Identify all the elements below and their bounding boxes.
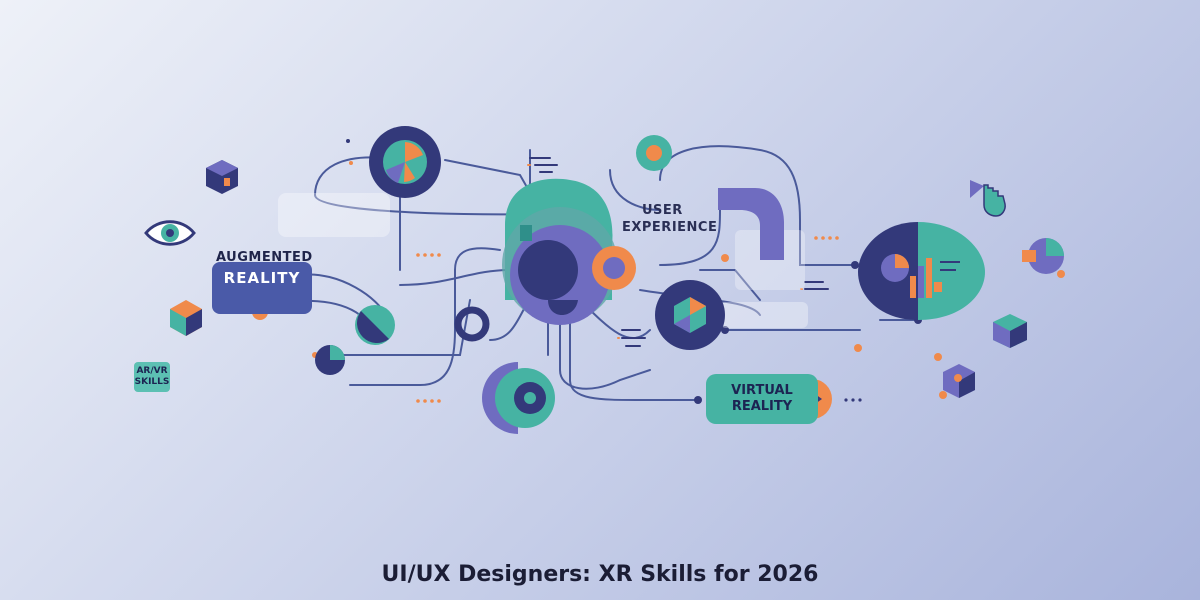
iso-cube-right: [993, 314, 1027, 348]
virtual-reality-chip: VIRTUAL REALITY: [706, 374, 818, 424]
virtual-label: VIRTUAL: [731, 383, 793, 398]
hand-pointer-icon: [970, 180, 1006, 217]
experience-label: EXPERIENCE: [622, 220, 718, 235]
user-experience-label: USER EXPERIENCE: [622, 202, 717, 236]
ring-node: [454, 306, 490, 342]
page-caption: UI/UX Designers: XR Skills for 2026: [381, 562, 819, 587]
arch-shape: [718, 188, 784, 260]
cube-icon: [206, 160, 238, 194]
hexagon-node: [655, 280, 725, 350]
vr-reality-label: REALITY: [731, 399, 793, 414]
user-label: USER: [642, 203, 683, 218]
small-node-left: [315, 345, 345, 375]
ar-reality-label: REALITY: [223, 269, 301, 287]
central-hub: [502, 178, 618, 325]
skills-label: SKILLS: [134, 377, 170, 387]
hexagon-cube-icon: [170, 300, 202, 336]
text-line-glyphs: [527, 157, 829, 347]
iso-cube-bottom-right: [943, 364, 975, 398]
top-orange-node: [636, 135, 672, 171]
orange-ring-node: [592, 246, 636, 290]
arvr-skills-badge: AR/VR SKILLS: [134, 362, 170, 392]
eye-icon: [144, 220, 196, 246]
compass-node: [369, 126, 441, 198]
pie-chart-icon: [1022, 238, 1064, 274]
augmented-label: AUGMENTED: [216, 250, 313, 265]
dashboard-lens: [858, 222, 985, 320]
bottom-target-node: [482, 362, 555, 434]
glass-panel-bar: [720, 302, 808, 328]
glass-panel-left: [278, 193, 390, 237]
half-circle-node-ar: [355, 305, 395, 345]
arvr-label: AR/VR: [136, 366, 168, 376]
dotted-accents: [416, 236, 862, 403]
augmented-reality-chip: REALITY: [212, 262, 312, 314]
